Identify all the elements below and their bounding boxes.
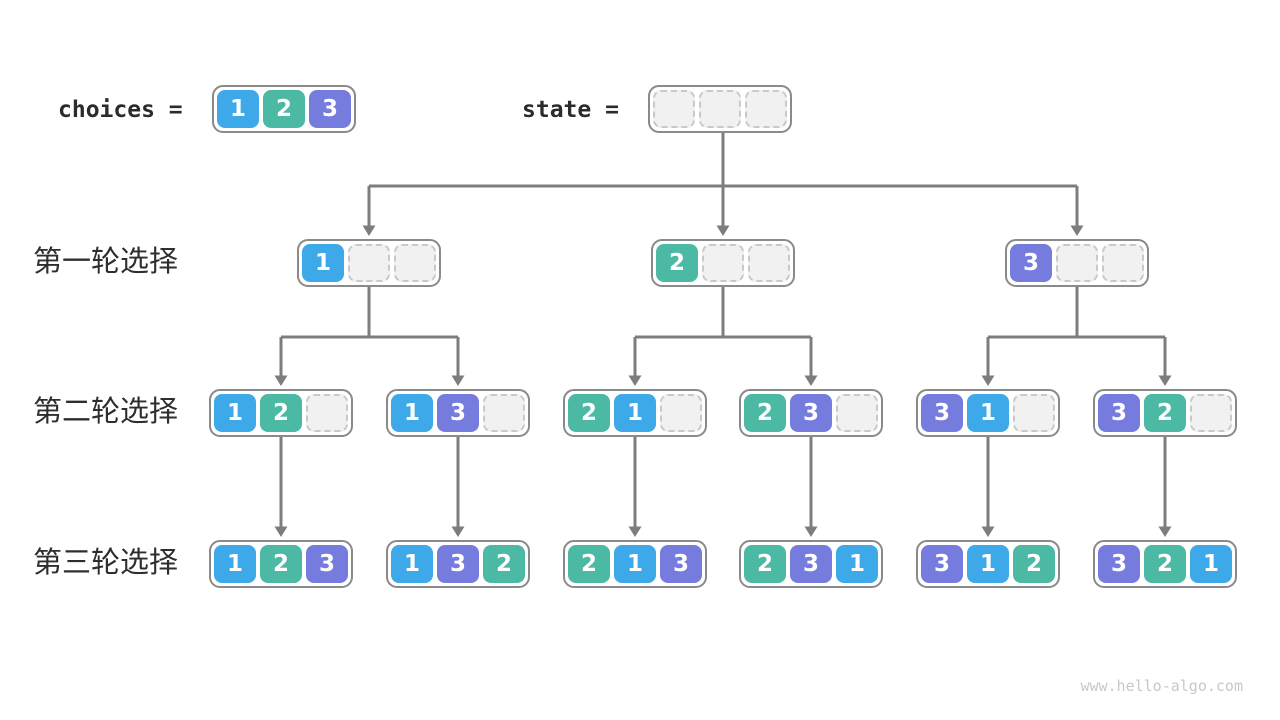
tree-node-box: 2 1 <box>563 389 707 437</box>
state-box <box>648 85 792 133</box>
choice-cell: 3 <box>309 90 351 128</box>
tree-node-box: 3 1 2 <box>916 540 1060 588</box>
state-cell: 1 <box>302 244 344 282</box>
choice-cell: 2 <box>263 90 305 128</box>
state-cell: 3 <box>790 545 832 583</box>
round-1-label: 第一轮选择 <box>33 246 179 278</box>
tree-node-box: 2 <box>651 239 795 287</box>
state-cell: 2 <box>1144 394 1186 432</box>
tree-node-box: 1 3 <box>386 389 530 437</box>
state-cell: 3 <box>921 394 963 432</box>
state-cell <box>348 244 390 282</box>
state-cell: 3 <box>1098 545 1140 583</box>
state-cell: 1 <box>1190 545 1232 583</box>
state-cell: 3 <box>306 545 348 583</box>
state-cell: 1 <box>967 394 1009 432</box>
tree-node-box: 3 <box>1005 239 1149 287</box>
state-cell: 2 <box>656 244 698 282</box>
state-cell: 2 <box>260 545 302 583</box>
state-cell <box>702 244 744 282</box>
tree-node-box: 2 3 <box>739 389 883 437</box>
state-cell <box>748 244 790 282</box>
state-cell: 1 <box>391 545 433 583</box>
state-cell <box>745 90 787 128</box>
state-cell <box>306 394 348 432</box>
state-cell: 2 <box>744 545 786 583</box>
choices-label: choices = <box>58 97 183 123</box>
state-cell: 2 <box>1144 545 1186 583</box>
state-cell: 3 <box>1098 394 1140 432</box>
state-cell: 1 <box>214 394 256 432</box>
state-cell: 1 <box>614 394 656 432</box>
arrowheads <box>274 225 1172 537</box>
round-3-label: 第三轮选择 <box>33 547 179 579</box>
tree-node-box: 2 3 1 <box>739 540 883 588</box>
tree-node-box: 1 3 2 <box>386 540 530 588</box>
state-cell: 2 <box>1013 545 1055 583</box>
state-cell: 2 <box>568 394 610 432</box>
choices-box: 1 2 3 <box>212 85 356 133</box>
tree-node-box: 1 2 3 <box>209 540 353 588</box>
state-cell: 1 <box>391 394 433 432</box>
state-cell <box>1056 244 1098 282</box>
tree-node-box: 1 2 <box>209 389 353 437</box>
state-cell: 3 <box>790 394 832 432</box>
tree-node-box: 2 1 3 <box>563 540 707 588</box>
state-cell: 3 <box>437 545 479 583</box>
choice-cell: 1 <box>217 90 259 128</box>
state-cell <box>1190 394 1232 432</box>
state-cell: 1 <box>967 545 1009 583</box>
state-cell: 3 <box>921 545 963 583</box>
state-cell: 3 <box>437 394 479 432</box>
state-cell: 2 <box>744 394 786 432</box>
state-cell <box>1013 394 1055 432</box>
state-cell <box>483 394 525 432</box>
state-cell: 2 <box>568 545 610 583</box>
state-cell <box>1102 244 1144 282</box>
state-cell: 1 <box>214 545 256 583</box>
tree-node-box: 3 1 <box>916 389 1060 437</box>
state-cell <box>836 394 878 432</box>
state-cell <box>394 244 436 282</box>
site-watermark: www.hello-algo.com <box>1080 677 1243 695</box>
state-cell: 1 <box>836 545 878 583</box>
state-cell <box>653 90 695 128</box>
state-cell <box>699 90 741 128</box>
tree-node-box: 1 <box>297 239 441 287</box>
round-2-label: 第二轮选择 <box>33 396 179 428</box>
tree-node-box: 3 2 1 <box>1093 540 1237 588</box>
tree-node-box: 3 2 <box>1093 389 1237 437</box>
state-cell: 1 <box>614 545 656 583</box>
state-cell: 2 <box>260 394 302 432</box>
state-label: state = <box>522 97 619 123</box>
state-cell <box>660 394 702 432</box>
state-cell: 3 <box>660 545 702 583</box>
state-cell: 2 <box>483 545 525 583</box>
state-cell: 3 <box>1010 244 1052 282</box>
